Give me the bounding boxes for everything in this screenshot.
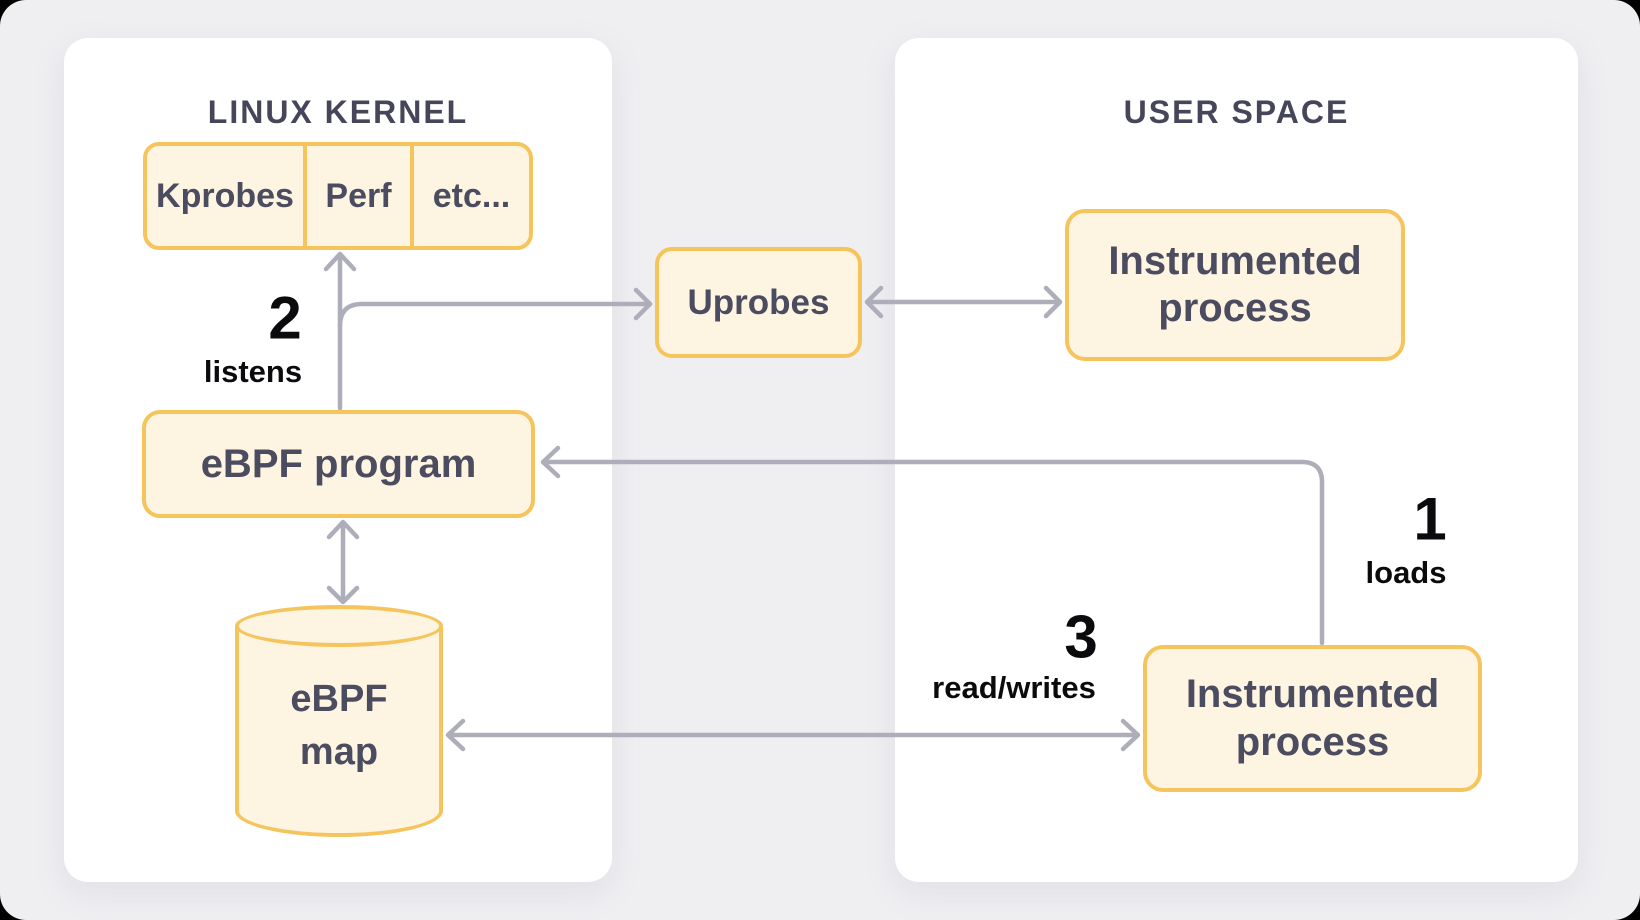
perf-label: Perf [325,176,392,215]
instrumented-top-label-line2: process [1158,286,1312,330]
uprobes-label: Uprobes [687,282,830,322]
probes-cell-etc: etc... [410,146,529,246]
probes-cell-kprobes: Kprobes [147,146,303,246]
user-space-title: USER SPACE [1123,94,1350,130]
probes-cell-perf: Perf [303,146,410,246]
instrumented-bottom-label-line2: process [1235,719,1390,764]
ebpf-program-label: eBPF program [200,441,477,486]
ebpf-map-label-line1: eBPF [290,677,388,720]
ebpf-map-cylinder-body [235,626,443,837]
step-3-number: 3 [1064,603,1098,671]
step-2-number: 2 [268,284,302,352]
step-1-number: 1 [1413,485,1447,553]
etc-label: etc... [432,176,511,215]
linux-kernel-title: LINUX KERNEL [207,94,469,130]
step-3-label: read/writes [932,670,1096,705]
instrumented-process-bottom-node: Instrumented process [1143,645,1482,792]
instrumented-process-top-node: Instrumented process [1065,209,1405,361]
ebpf-map-label-line2: map [299,731,379,773]
ebpf-map-label: eBPF map [235,636,443,816]
instrumented-bottom-label-line1: Instrumented [1185,672,1440,717]
ebpf-map-cylinder-top [235,605,443,647]
kprobes-label: Kprobes [156,176,294,215]
step-1-label: loads [1365,555,1447,590]
uprobes-node: Uprobes [655,247,862,358]
ebpf-program-node: eBPF program [142,410,535,518]
instrumented-top-label-line1: Instrumented [1108,238,1362,283]
probes-row: Kprobes Perf etc... [143,142,533,250]
step-2-label: listens [203,354,303,389]
